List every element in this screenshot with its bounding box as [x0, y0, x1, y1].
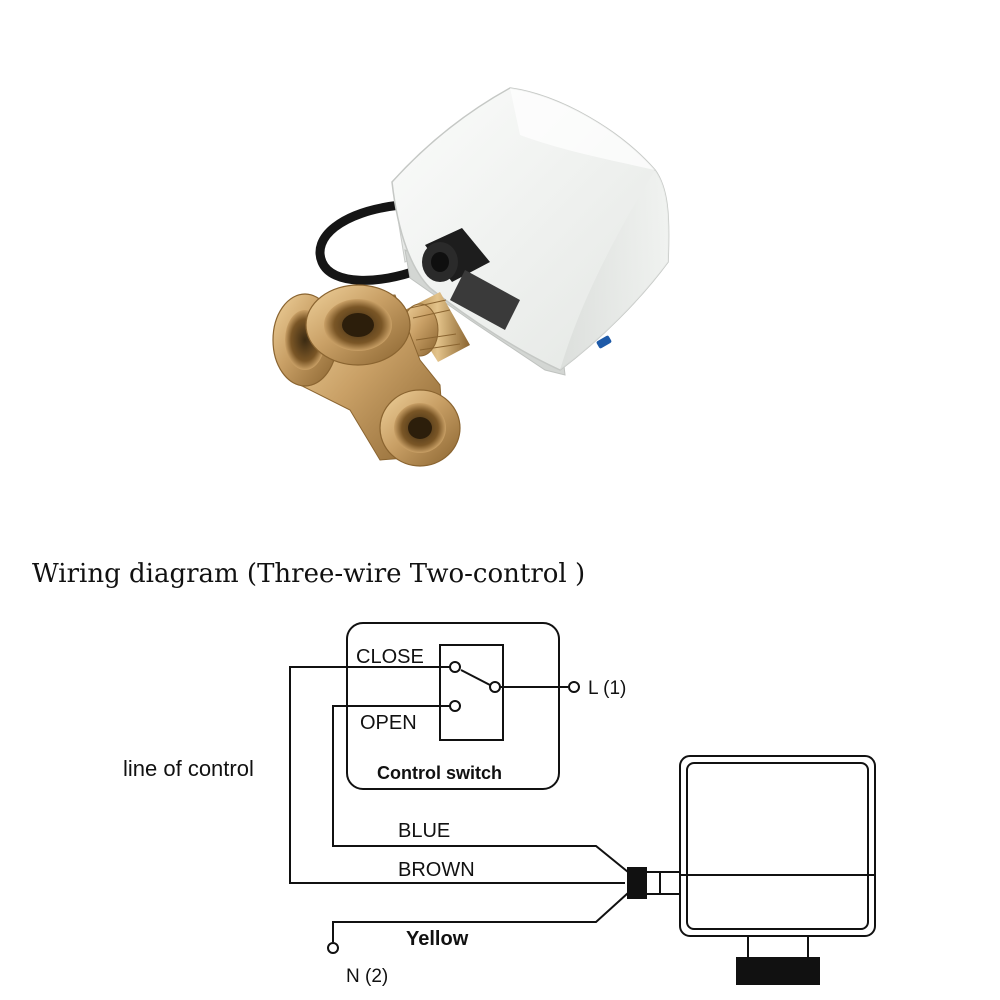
cable-gland: [422, 228, 520, 330]
actuator-outline: [679, 755, 876, 937]
cable-gland-block: [645, 871, 681, 895]
close-label: CLOSE: [356, 646, 424, 668]
wire-connector: [627, 867, 647, 899]
live-terminal-label: L (1): [588, 678, 626, 699]
line-of-control-label: line of control: [123, 756, 254, 781]
diagram-title: Wiring diagram (Three-wire Two-control ): [32, 559, 585, 589]
common-contact: [489, 681, 501, 693]
switch-blade: [460, 669, 491, 686]
switch-contact-frame: [439, 644, 504, 741]
neutral-terminal-label: N (2): [346, 966, 388, 987]
actuator-base: [736, 957, 820, 985]
brown-wire-label: BROWN: [398, 859, 475, 881]
blue-wire-label: BLUE: [398, 820, 450, 842]
indicator-icon: [596, 335, 612, 349]
close-wire: [289, 666, 625, 884]
cable: [315, 200, 423, 285]
live-terminal: [568, 681, 580, 693]
control-switch-caption: Control switch: [377, 763, 502, 783]
open-label: OPEN: [360, 712, 417, 734]
open-wire: [332, 705, 629, 873]
yellow-wire-label: Yellow: [406, 928, 469, 950]
wiring-diagram: [289, 622, 876, 985]
close-contact: [449, 661, 461, 673]
neutral-wire: [332, 892, 629, 942]
valve-photo: [272, 87, 670, 467]
actuator-neck: [747, 935, 809, 959]
brass-valve-body: [272, 284, 461, 467]
neutral-terminal: [327, 942, 339, 954]
open-contact: [449, 700, 461, 712]
